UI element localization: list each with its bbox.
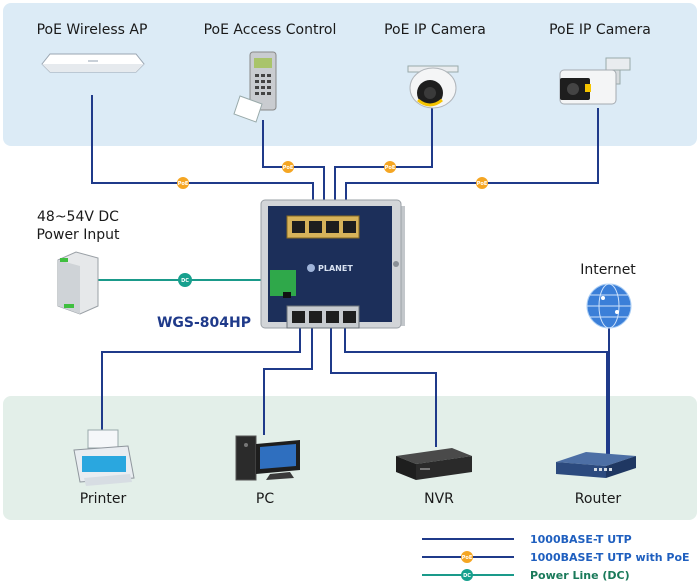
dc-badge-text: DC bbox=[181, 278, 189, 284]
access-control-icon bbox=[233, 51, 277, 123]
label-access-control: PoE Access Control bbox=[204, 22, 337, 38]
nvr-icon bbox=[396, 448, 472, 480]
router-icon bbox=[556, 452, 636, 478]
switch-brand: PLANET bbox=[318, 264, 353, 273]
internet-label: Internet bbox=[580, 262, 636, 278]
power-label-line2: Power Input bbox=[36, 227, 120, 243]
label-wireless-ap: PoE Wireless AP bbox=[37, 22, 148, 38]
poe-badge: PoE bbox=[476, 177, 488, 189]
top-panel bbox=[3, 3, 697, 146]
globe-icon bbox=[586, 283, 632, 329]
link-nvr bbox=[330, 328, 437, 447]
poe-switch-icon: PLANET bbox=[260, 199, 405, 329]
line-badges: PoE PoE PoE PoE DC bbox=[177, 161, 488, 287]
link-bullet-camera bbox=[345, 108, 599, 212]
legend-item-utp: 1000BASE-T UTP bbox=[422, 533, 632, 546]
legend: 1000BASE-T UTP PoE 1000BASE-T UTP with P… bbox=[422, 533, 690, 582]
printer-icon bbox=[73, 429, 135, 486]
legend-label-utp-poe: 1000BASE-T UTP with PoE bbox=[530, 551, 690, 564]
pc-icon bbox=[235, 435, 300, 481]
legend-item-utp-poe: PoE 1000BASE-T UTP with PoE bbox=[422, 551, 690, 564]
legend-poe-badge: PoE bbox=[462, 555, 473, 561]
poe-badge: PoE bbox=[177, 177, 189, 189]
poe-badge: PoE bbox=[384, 161, 396, 173]
legend-item-dc: DC Power Line (DC) bbox=[422, 569, 630, 582]
wireless-ap-icon bbox=[41, 53, 145, 73]
label-nvr: NVR bbox=[424, 491, 454, 507]
label-dome-camera: PoE IP Camera bbox=[384, 22, 486, 38]
link-printer bbox=[101, 328, 301, 430]
label-router: Router bbox=[575, 491, 622, 507]
link-router bbox=[344, 328, 608, 455]
poe-badge-text: PoE bbox=[385, 165, 396, 171]
dome-camera-icon bbox=[407, 65, 459, 109]
legend-label-utp: 1000BASE-T UTP bbox=[530, 533, 632, 546]
poe-badge-text: PoE bbox=[178, 181, 189, 187]
dc-power-supply-icon bbox=[57, 251, 99, 315]
bullet-camera-icon bbox=[559, 57, 631, 105]
poe-badge-text: PoE bbox=[283, 165, 294, 171]
switch-model-label: WGS-804HP bbox=[157, 315, 251, 331]
poe-badge: PoE bbox=[282, 161, 294, 173]
legend-label-dc: Power Line (DC) bbox=[530, 569, 630, 582]
label-pc: PC bbox=[256, 491, 274, 507]
link-pc bbox=[263, 328, 313, 435]
dc-badge: DC bbox=[178, 273, 192, 287]
connection-lines bbox=[91, 95, 610, 455]
link-wireless-ap bbox=[91, 95, 314, 212]
poe-badge-text: PoE bbox=[477, 181, 488, 187]
power-label-line1: 48~54V DC bbox=[37, 209, 119, 225]
legend-dc-badge: DC bbox=[463, 573, 471, 579]
link-dome-camera bbox=[334, 105, 433, 212]
label-printer: Printer bbox=[80, 491, 127, 507]
label-bullet-camera: PoE IP Camera bbox=[549, 22, 651, 38]
bottom-panel bbox=[3, 396, 697, 520]
